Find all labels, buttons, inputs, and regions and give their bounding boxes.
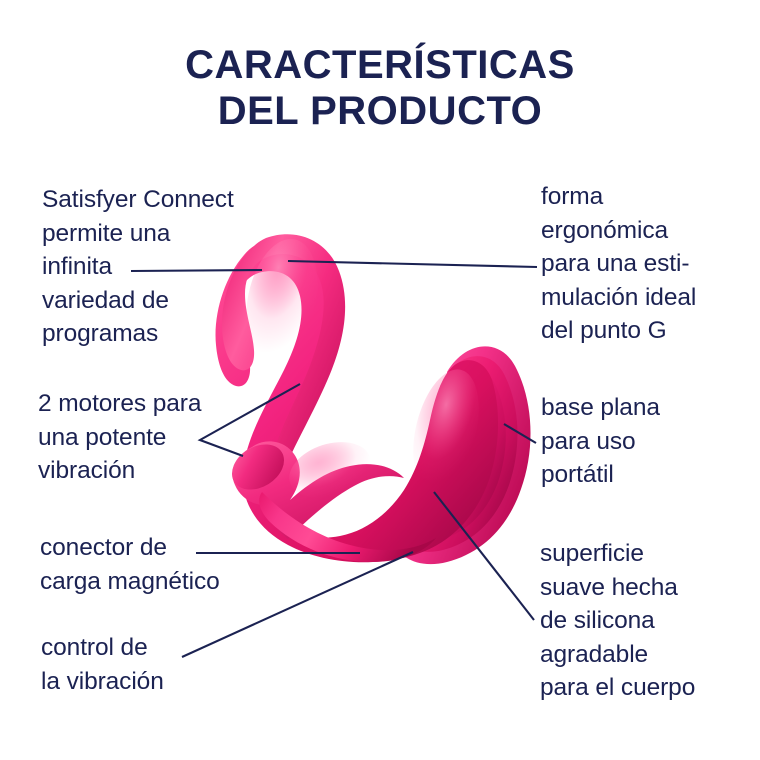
callout-connect-line-5: programas xyxy=(42,320,159,347)
callout-forma-line-4: mulación ideal xyxy=(541,283,697,311)
callout-connect-line-1: Satisfyer Connect xyxy=(42,186,234,213)
callout-conector-line-1: conector de xyxy=(40,534,167,561)
callout-control-line-1: control de xyxy=(41,634,148,661)
callout-superficie-line-1: superficie xyxy=(540,540,644,567)
callout-superficie: superficie suave hecha de silicona agrad… xyxy=(540,537,695,705)
page-title-line-1: CARACTERÍSTICAS xyxy=(185,43,575,87)
product-bottom-sweep xyxy=(259,492,436,562)
product-main-body xyxy=(215,238,499,563)
callout-connect: Satisfyer Connect permite una infinita v… xyxy=(42,183,234,351)
leader-line-base xyxy=(503,423,537,444)
product-clitoral-nub xyxy=(232,441,404,539)
callout-base-line-3: portátil xyxy=(541,461,614,488)
callout-connect-line-4: variedad de xyxy=(42,286,169,314)
product-highlight-body xyxy=(289,442,371,498)
callout-base-line-1: base plana xyxy=(541,394,660,421)
product-highlight-upper xyxy=(246,238,318,362)
callout-control-line-2: la vibración xyxy=(41,667,164,695)
leader-line-superficie xyxy=(433,491,535,621)
leader-line-forma xyxy=(287,259,538,269)
callout-motores-line-2: una potente xyxy=(38,423,167,451)
callout-superficie-line-5: para el cuerpo xyxy=(540,674,696,701)
callout-connect-line-2: permite una xyxy=(42,219,171,247)
product-upper-arm xyxy=(221,234,346,510)
callout-forma-line-1: forma xyxy=(541,183,604,210)
callout-conector: conector de carga magnético xyxy=(40,531,220,598)
page-title-line-2: DEL PRODUCTO xyxy=(217,89,543,133)
leader-line-motores xyxy=(197,383,301,457)
product-base-lobe-ridge-mid xyxy=(393,356,518,552)
callout-connect-line-3: infinita xyxy=(42,253,113,280)
product-base-lobe-ridge-outer xyxy=(390,346,531,565)
callout-forma: forma ergonómica para una esti- mulación… xyxy=(541,180,696,348)
callout-base: base plana para uso portátil xyxy=(541,391,660,492)
page-title: CARACTERÍSTICAS DEL PRODUCTO xyxy=(0,42,760,134)
callout-superficie-line-2: suave hecha xyxy=(540,573,678,601)
callout-forma-line-2: ergonómica xyxy=(541,216,669,244)
callout-conector-line-2: carga magnético xyxy=(40,567,220,595)
product-nub-head xyxy=(231,444,285,490)
product-base-lobe-ridge-inner xyxy=(396,365,506,542)
callout-motores-line-3: vibración xyxy=(38,457,136,484)
callout-motores: 2 motores para una potente vibración xyxy=(38,387,201,488)
callout-control: control de la vibración xyxy=(41,631,164,698)
callout-forma-line-5: del punto G xyxy=(541,317,667,344)
product-shape xyxy=(215,234,531,565)
callout-motores-line-1: 2 motores para xyxy=(38,390,202,417)
callout-forma-line-3: para una esti- xyxy=(541,250,690,277)
callout-superficie-line-4: agradable xyxy=(540,640,649,668)
callout-base-line-2: para uso xyxy=(541,427,636,455)
product-highlight-lobe xyxy=(413,369,479,491)
callout-superficie-line-3: de silicona xyxy=(540,607,655,634)
